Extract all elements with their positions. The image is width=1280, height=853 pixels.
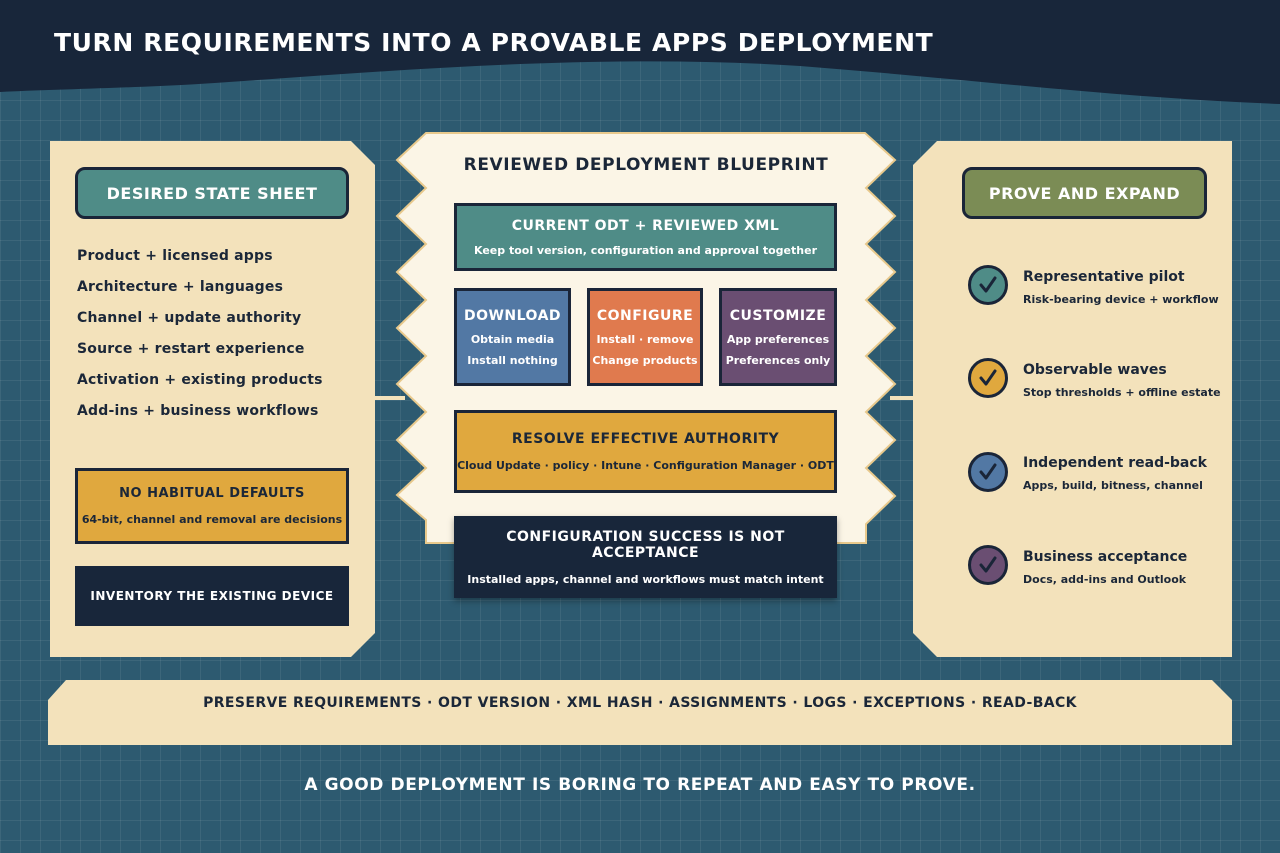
preserve-bar: PRESERVE REQUIREMENTS · ODT VERSION · XM… [203,695,1077,711]
blueprint-heading: REVIEWED DEPLOYMENT BLUEPRINT [463,155,829,175]
authority-subtitle: Cloud Update · policy · Intune · Configu… [457,459,834,472]
step-title: Business acceptance [1023,549,1188,565]
requirement-item: Source + restart experience [77,341,305,357]
step-subtitle: Risk-bearing device + workflow [1023,293,1219,306]
desired-state-heading: DESIRED STATE SHEET [75,167,349,219]
customize-line2: Preferences only [725,353,831,367]
configure-line2: Change products [592,353,698,367]
download-line1: Obtain media [470,332,555,346]
download-mode-box: DOWNLOAD Obtain media Install nothing [454,288,571,386]
step-title: Representative pilot [1023,269,1185,285]
check-icon [968,545,1008,585]
preserve-band-bg [48,680,1232,745]
check-icon [968,265,1008,305]
check-icon [968,452,1008,492]
prove-expand-heading: PROVE AND EXPAND [962,167,1207,219]
success-not-acceptance-box: CONFIGURATION SUCCESS IS NOT ACCEPTANCE … [454,516,837,598]
inventory-label: INVENTORY THE EXISTING DEVICE [90,589,334,603]
inventory-banner: INVENTORY THE EXISTING DEVICE [75,566,349,626]
authority-box: RESOLVE EFFECTIVE AUTHORITY Cloud Update… [454,410,837,493]
odt-box: CURRENT ODT + REVIEWED XML Keep tool ver… [454,203,837,271]
download-title: DOWNLOAD [463,307,562,324]
step-subtitle: Docs, add-ins and Outlook [1023,573,1187,586]
no-defaults-title: NO HABITUAL DEFAULTS [119,486,305,501]
requirement-item: Activation + existing products [77,372,323,388]
header-wave [0,0,1280,104]
page-title: TURN REQUIREMENTS INTO A PROVABLE APPS D… [54,28,934,57]
desired-state-heading-label: DESIRED STATE SHEET [106,183,318,203]
requirement-item: Add-ins + business workflows [77,403,319,419]
step-subtitle: Apps, build, bitness, channel [1023,479,1203,492]
configure-mode-box: CONFIGURE Install · remove Change produc… [587,288,703,386]
configure-line1: Install · remove [596,332,694,346]
download-line2: Install nothing [467,353,558,367]
customize-line1: App preferences [726,332,830,346]
requirement-item: Channel + update authority [77,310,302,326]
no-defaults-text: 64-bit, channel and removal are decision… [81,513,343,526]
odt-title: CURRENT ODT + REVIEWED XML [511,217,780,234]
configure-title: CONFIGURE [596,307,694,324]
step-title: Independent read-back [1023,455,1207,471]
requirement-item: Product + licensed apps [77,248,273,264]
success-subtitle: Installed apps, channel and workflows mu… [467,572,824,586]
customize-title: CUSTOMIZE [729,307,827,324]
customize-mode-box: CUSTOMIZE App preferences Preferences on… [719,288,837,386]
step-title: Observable waves [1023,362,1167,378]
requirement-item: Architecture + languages [77,279,284,295]
no-defaults-warning: NO HABITUAL DEFAULTS 64-bit, channel and… [75,468,349,544]
success-title: CONFIGURATION SUCCESS IS NOT ACCEPTANCE [506,528,785,561]
footer-tagline: A GOOD DEPLOYMENT IS BORING TO REPEAT AN… [304,775,976,795]
authority-title: RESOLVE EFFECTIVE AUTHORITY [511,431,780,447]
odt-subtitle: Keep tool version, configuration and app… [474,243,817,257]
step-subtitle: Stop thresholds + offline estate [1023,386,1221,399]
prove-expand-heading-label: PROVE AND EXPAND [988,183,1181,203]
check-icon [968,358,1008,398]
